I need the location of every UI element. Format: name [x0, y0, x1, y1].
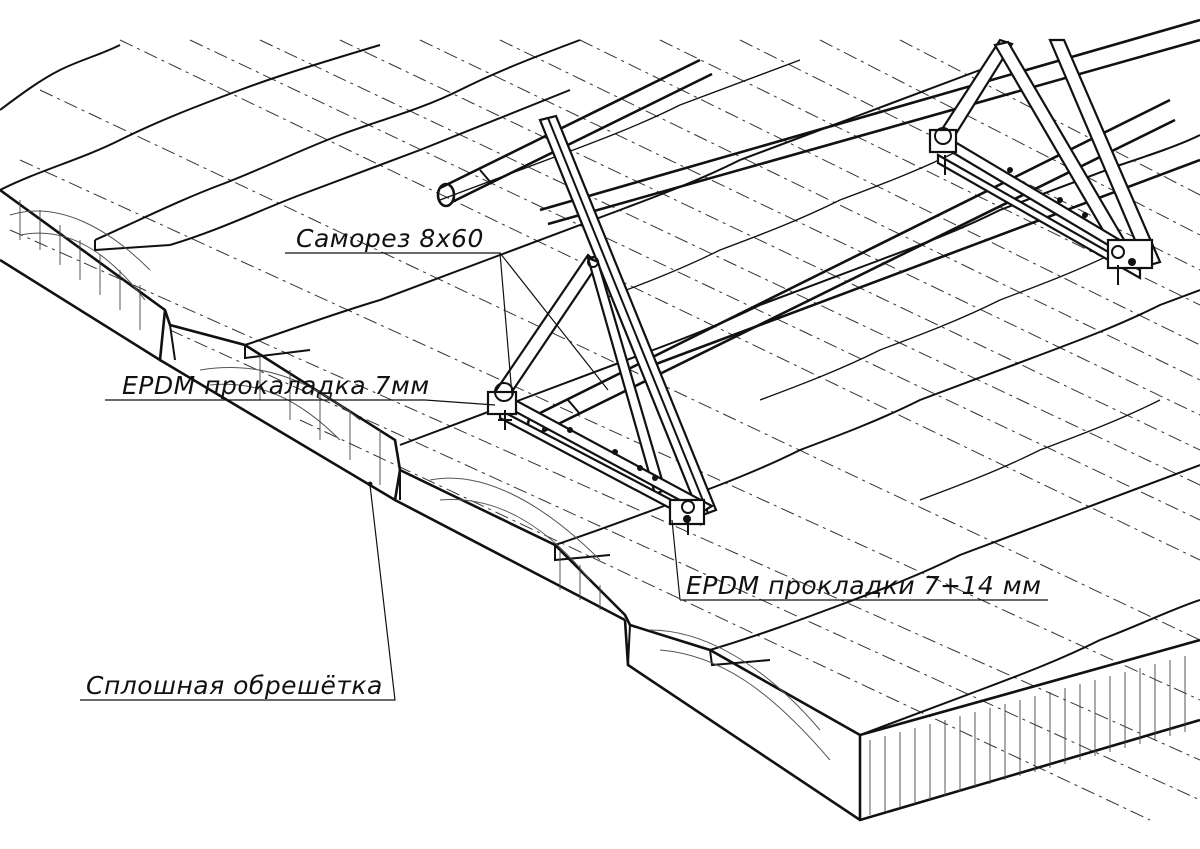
roof-sheet: [0, 39, 1200, 736]
callout-self-tapping-screw: Саморез 8х60: [296, 224, 484, 253]
callout-epdm-gaskets-pair: EPDM прокладки 7+14 мм: [686, 571, 1041, 600]
leader-lines: [80, 252, 1048, 701]
callout-solid-sheathing: Сплошная обрешётка: [86, 671, 383, 700]
callout-epdm-gasket: EPDM прокаладка 7мм: [122, 371, 430, 400]
front-triangle-bracket: [486, 114, 718, 535]
sheathing-boards: [0, 188, 1200, 822]
callout-labels: Саморез 8х60 EPDM прокаладка 7мм EPDM пр…: [86, 224, 1041, 700]
center-lines: [9, 39, 1200, 821]
rear-triangle-bracket: [928, 38, 1162, 285]
